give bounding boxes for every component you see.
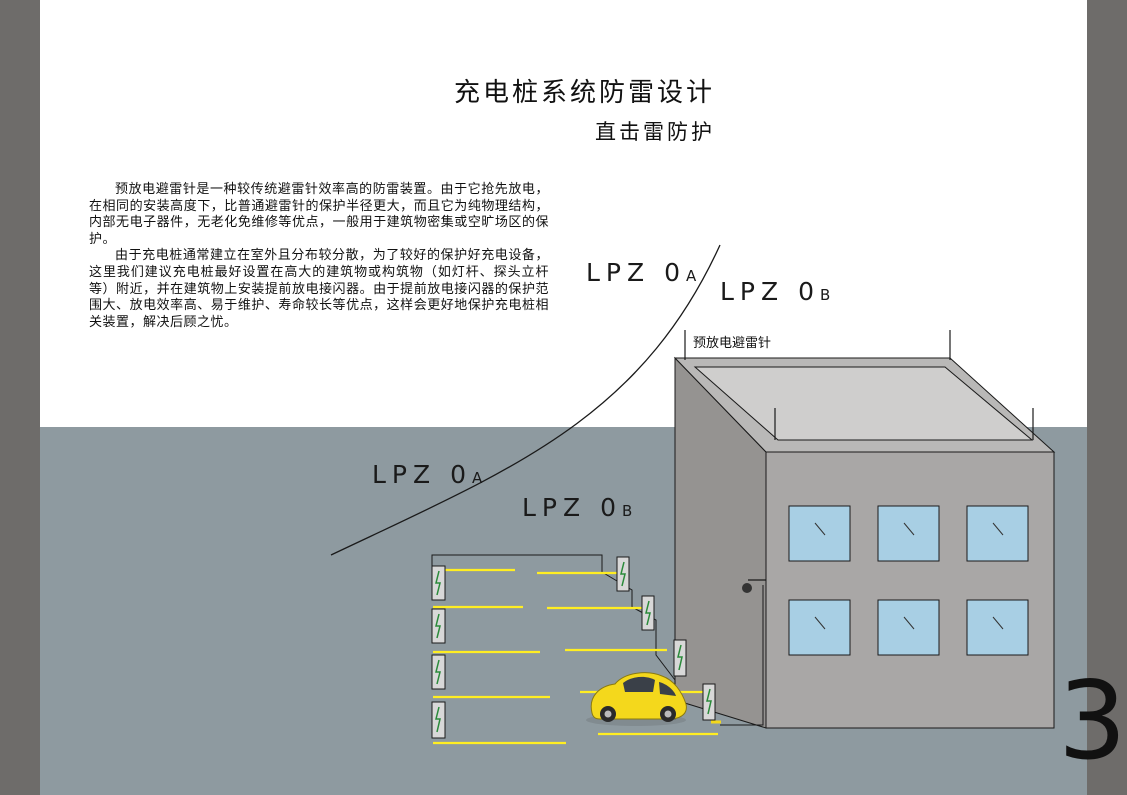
page-subtitle: 直击雷防护	[595, 120, 715, 144]
window	[966, 505, 1029, 562]
charging-posts	[431, 556, 716, 739]
page-title: 充电桩系统防雷设计	[453, 78, 715, 108]
building-front	[765, 451, 1055, 729]
camera-icon	[742, 579, 766, 593]
window	[788, 505, 851, 562]
zone-label-upper-a: LPZ 0A	[586, 258, 697, 287]
window	[788, 599, 851, 656]
parking-stripes	[433, 568, 718, 745]
zone-label-lower-b: LPZ 0B	[522, 493, 633, 522]
zone-label-upper-b: LPZ 0B	[720, 277, 831, 306]
page: 充电桩系统防雷设计 直击雷防护 预放电避雷针是一种较传统避雷针效率高的防雷装置。…	[40, 0, 1127, 795]
charging-post	[431, 701, 446, 739]
car-icon	[586, 672, 687, 726]
device-label: 预放电避雷针	[693, 336, 772, 351]
paragraph: 由于充电桩通常建立在室外且分布较分散，为了较好的保护好充电设备，这里我们建议充电…	[89, 248, 549, 330]
diagram-scene	[330, 244, 1056, 745]
roof-inner	[693, 366, 1034, 441]
charging-post	[431, 654, 446, 690]
frame-left	[0, 0, 40, 795]
parking-boundary	[431, 554, 676, 720]
window	[877, 505, 940, 562]
windows	[788, 505, 1029, 656]
charging-post	[431, 608, 446, 644]
paragraph: 预放电避雷针是一种较传统避雷针效率高的防雷装置。由于它抢先放电，在相同的安装高度…	[89, 182, 549, 247]
page-number: 3	[1058, 659, 1127, 784]
window	[877, 599, 940, 656]
charging-post	[673, 639, 687, 677]
zone-label-lower-a: LPZ 0A	[372, 460, 483, 489]
charging-post	[616, 556, 630, 592]
frame-right	[1087, 0, 1125, 795]
body-text: 预放电避雷针是一种较传统避雷针效率高的防雷装置。由于它抢先放电，在相同的安装高度…	[89, 182, 549, 331]
charging-post	[702, 683, 716, 721]
window	[966, 599, 1029, 656]
down-conductor	[720, 585, 764, 726]
charging-post	[641, 595, 655, 631]
charging-post	[431, 565, 446, 601]
protection-zone-curve	[330, 244, 721, 556]
